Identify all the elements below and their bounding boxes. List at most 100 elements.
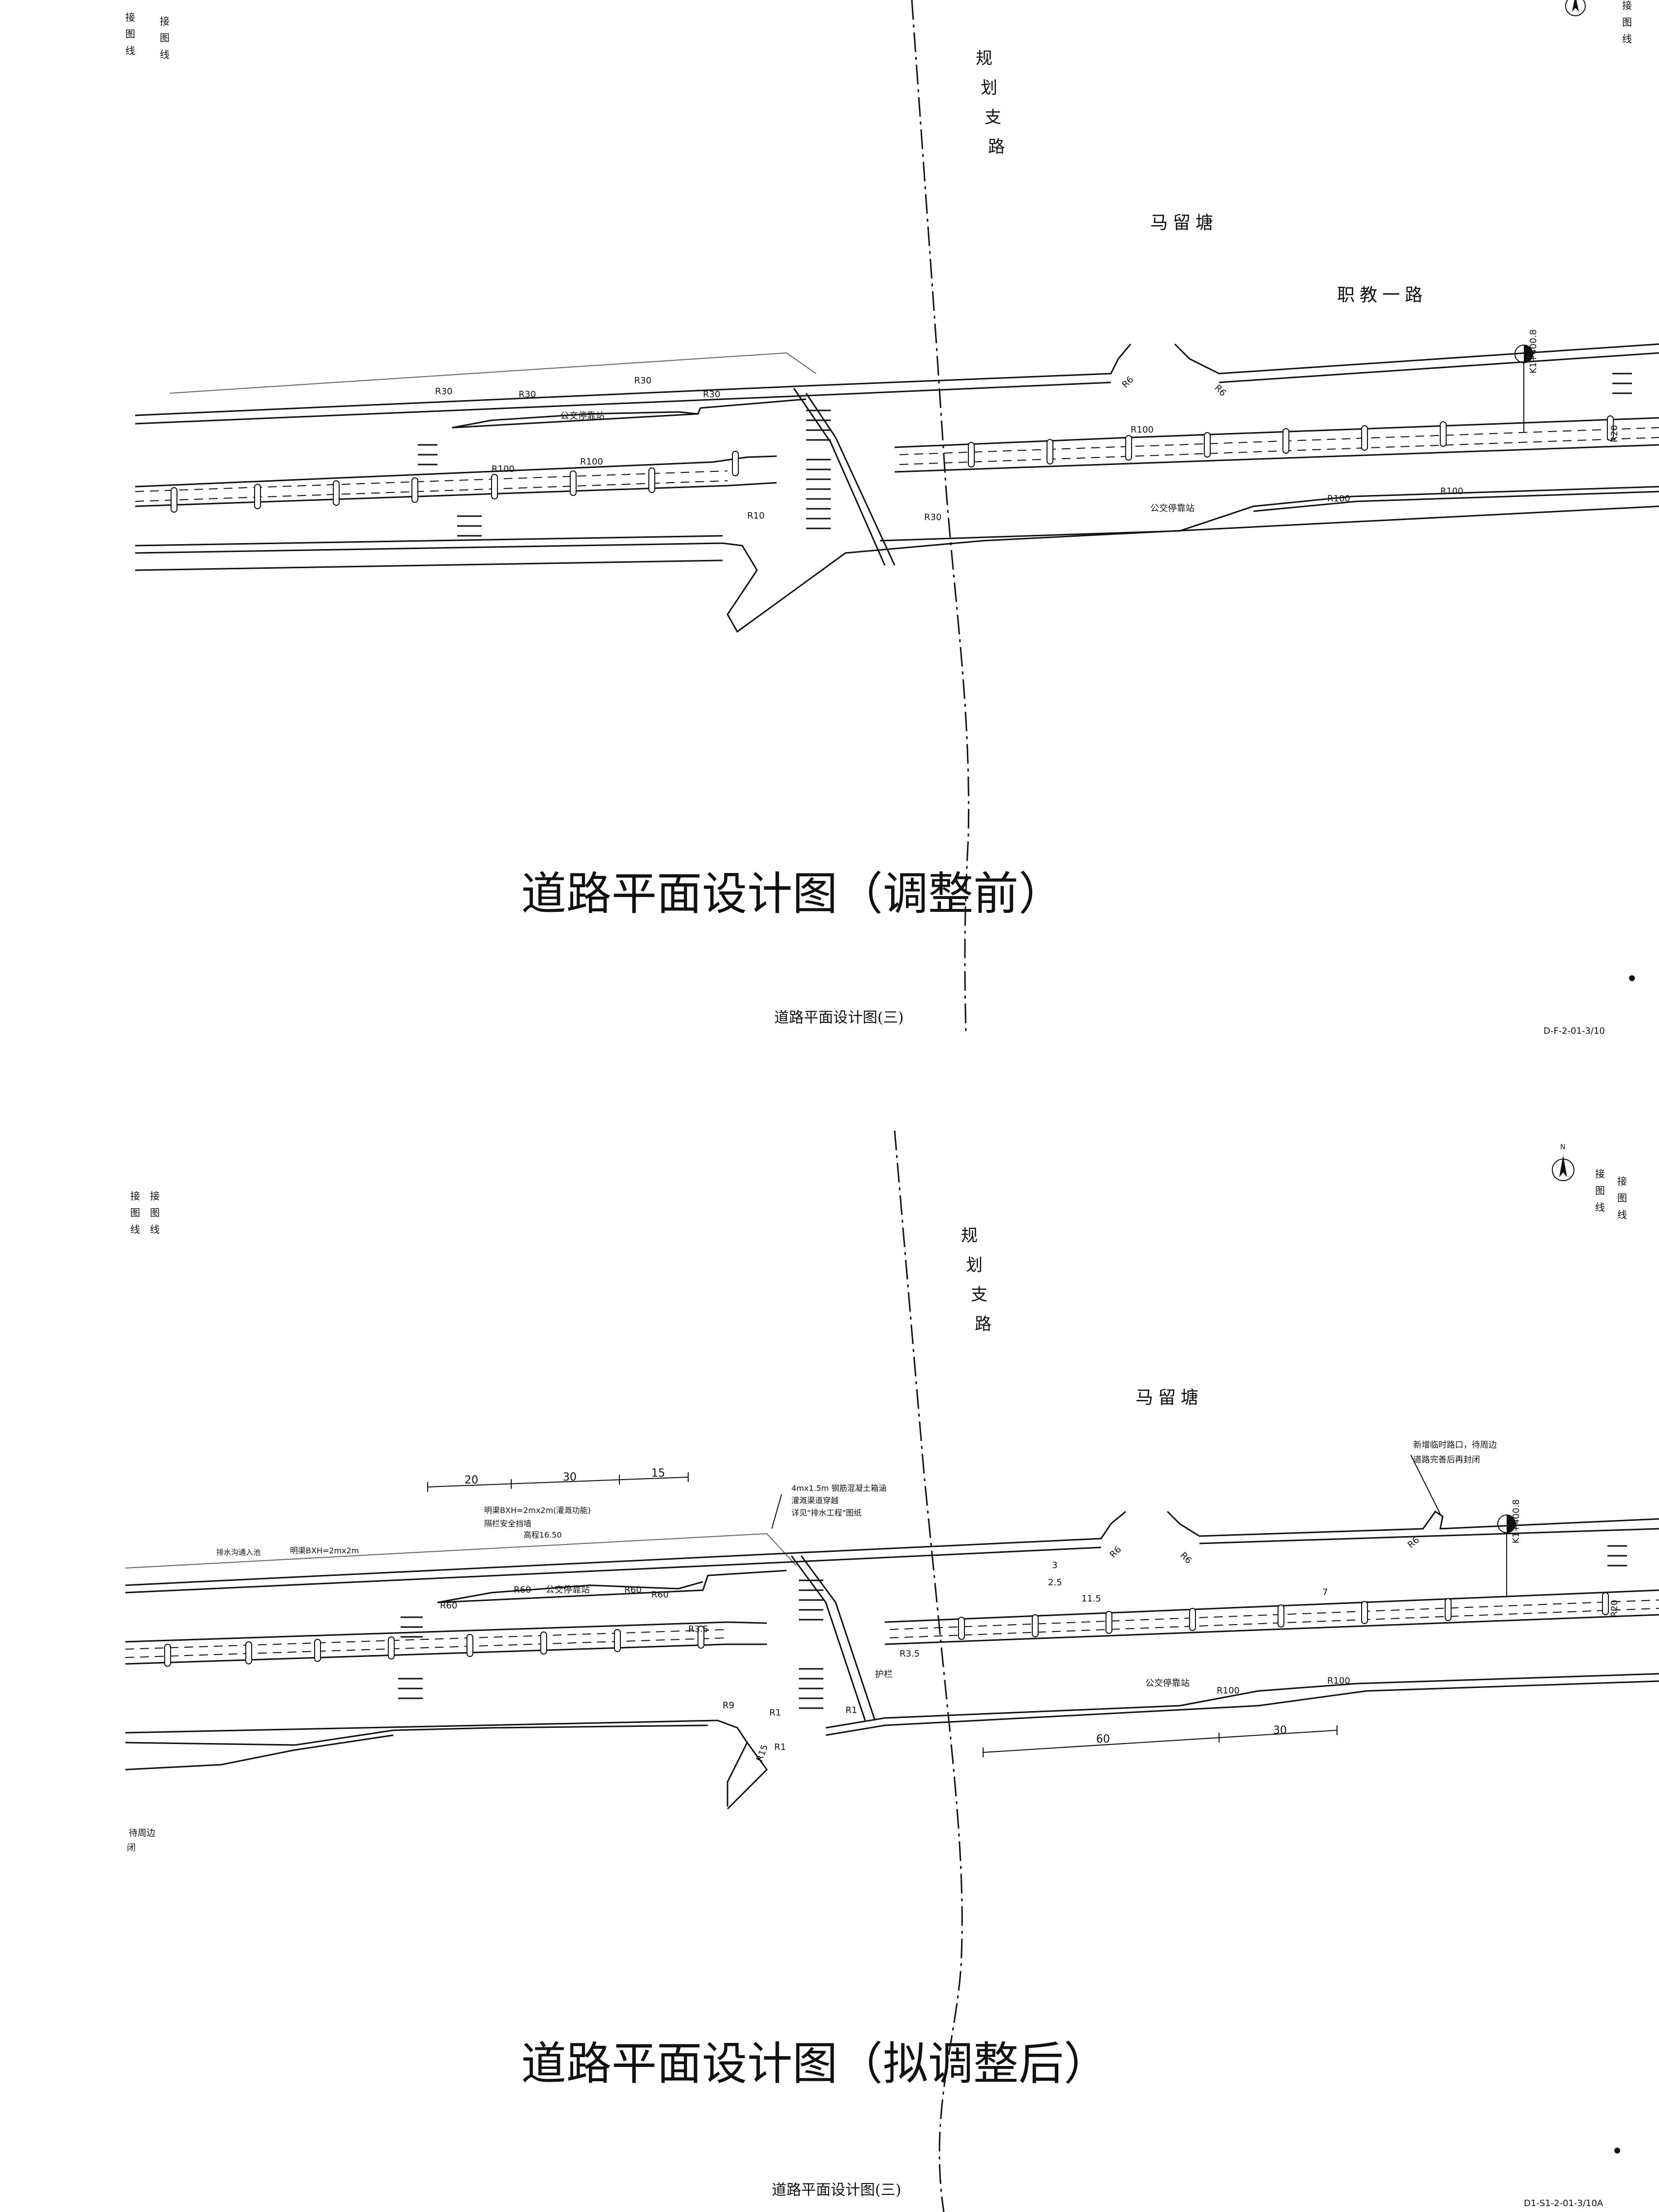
small-dimension: 7 [1322,1587,1328,1598]
match-line-char: 图 [150,1207,160,1219]
bottom-dimension-labels: 20 30 15 [465,1467,665,1486]
match-line-char: 线 [1622,33,1632,45]
small-dimension: 3 [1052,1560,1057,1571]
temp-gate-note: 道路完善后再封闭 [1413,1455,1480,1465]
radius-label: R100 [1131,425,1154,435]
north-arrow-icon: N [1552,1143,1574,1181]
bottom-footer-title: 道路平面设计图(三) [772,2182,901,2199]
dimension-label: 60 [1096,1733,1110,1746]
area-name-label: 马留塘 [1150,213,1218,233]
branch-road-char: 划 [966,1255,983,1275]
match-line-char: 接 [130,1190,140,1202]
radius-label: R6 [1212,383,1228,399]
small-dimension: 11.5 [1081,1594,1101,1604]
bottom-median-markers [164,1592,1609,1667]
bottom-traffic-arrows [398,1545,1627,1699]
top-sheet: 接 图 线 接 图 线 接 图 线 规 划 支 路 马留塘 职教一路 [125,0,1659,1036]
match-line-char: 图 [130,1207,140,1219]
bottom-banner-title: 道路平面设计图（拟调整后） [521,2037,1109,2090]
match-line-char: 接 [1622,0,1632,11]
north-arrow-icon [1565,0,1586,16]
radius-label: R6 [1108,1544,1124,1560]
bullet-dot [1629,975,1635,981]
culvert-note: 详见"排水工程"图纸 [791,1508,862,1517]
radius-label: R1 [769,1708,781,1718]
top-annotations: R30 R30 R30 R30 R100 R100 R10 R30 R6 R6 … [435,375,1620,523]
bottom-drawing-number: D1-S1-2-01-3/10A [1524,2198,1603,2209]
match-line-char: 线 [150,1223,160,1235]
dimension-label: 30 [563,1471,577,1484]
match-line-char: 图 [1617,1192,1627,1204]
culvert-note: 4mx1.5m 钢筋混凝土箱涵 [791,1484,886,1493]
bottom-station-marker: K1+400.8 [1497,1499,1521,1598]
bottom-branch-road-label: 规 划 支 路 [961,1226,991,1334]
radius-label: R100 [492,464,515,474]
radius-label: R3.5 [688,1624,708,1634]
radius-label: R20 [1609,1600,1620,1617]
radius-label: R100 [1440,486,1463,496]
radius-label: R60 [440,1601,457,1611]
top-drawing-number: D-F-2-01-3/10 [1543,1026,1605,1036]
radius-label: R100 [1327,1676,1350,1686]
road-name-label: 职教一路 [1337,285,1427,305]
station-text: K1+400.8 [1528,329,1539,374]
radius-label: R30 [435,386,452,397]
top-match-line-left: 接 图 线 接 图 线 [125,11,170,60]
radius-label: R30 [703,389,720,400]
radius-label: R30 [634,376,651,386]
branch-road-char: 支 [971,1285,988,1305]
match-line-char: 线 [130,1223,140,1235]
bottom-dimensions-top [427,1472,689,1492]
top-crosswalk [806,409,831,529]
note-text: 排水沟通入池 [216,1548,261,1557]
branch-road-centerline [894,1130,963,2212]
radius-label: R30 [519,389,536,400]
bus-stop-label: 公交停靠站 [546,1585,590,1595]
match-line-char: 接 [150,1190,160,1202]
guard-note: 护栏 [875,1669,893,1680]
match-line-char: 图 [1622,16,1632,28]
radius-label: R30 [924,512,941,523]
match-line-char: 线 [1595,1201,1605,1213]
guardrail-note: 隔栏安全挡墙 [484,1519,531,1528]
temp-gate-note: 新增临时路口，待周边 [1413,1440,1497,1450]
top-main-road [135,343,1659,633]
bullet-dot [1614,2148,1620,2154]
north-letter: N [1560,1143,1565,1151]
match-line-char: 接 [160,15,170,27]
radius-label: R9 [723,1700,734,1711]
match-line-char: 线 [125,45,135,57]
match-line-char: 接 [1617,1175,1627,1187]
bottom-main-road [125,1510,1659,1810]
top-match-line-right: 接 图 线 [1622,0,1632,45]
bottom-sheet: 接 图 线 接 图 线 接 图 线 接 图 线 N 规 划 支 路 马留塘 [125,1130,1659,2212]
top-station-marker: K1+400.8 [1514,329,1539,433]
left-note: 闭 [127,1843,136,1853]
top-footer-title: 道路平面设计图(三) [774,1009,903,1026]
bottom-match-line-left: 接 图 线 接 图 线 [130,1190,160,1235]
radius-label: R15 [755,1743,770,1763]
bus-stop-label: 公交停靠站 [1145,1678,1190,1688]
bottom-crosswalk [799,1579,823,1709]
radius-label: R100 [580,457,603,467]
branch-road-char: 支 [985,108,1001,127]
bottom-notes: 排水沟通入池 明渠BXH=2mx2m 明渠BXH=2mx2m(灌溉功能) 隔栏安… [127,1440,1497,1853]
bottom-match-line-right: 接 图 线 接 图 线 [1595,1168,1627,1221]
station-text: K1+400.8 [1511,1499,1521,1543]
top-median-markers [171,415,1614,513]
radius-label: R60 [651,1590,669,1600]
match-line-char: 接 [1595,1168,1605,1180]
radius-label: R10 [747,511,764,521]
branch-road-centerline [911,0,970,1033]
branch-road-char: 规 [961,1226,978,1246]
radius-label: R1 [774,1742,786,1752]
radius-label: R6 [1178,1550,1193,1566]
left-note: 待周边 [129,1828,155,1838]
culvert-note: 灌溉渠道穿越 [791,1496,839,1505]
bus-stop-label: 公交停靠站 [560,411,605,421]
small-dimension: 2.5 [1048,1577,1062,1588]
radius-label: R60 [624,1585,641,1595]
ditch-note: 明渠BXH=2mx2m(灌溉功能) [484,1506,591,1515]
radius-label: R6 [1120,375,1136,390]
